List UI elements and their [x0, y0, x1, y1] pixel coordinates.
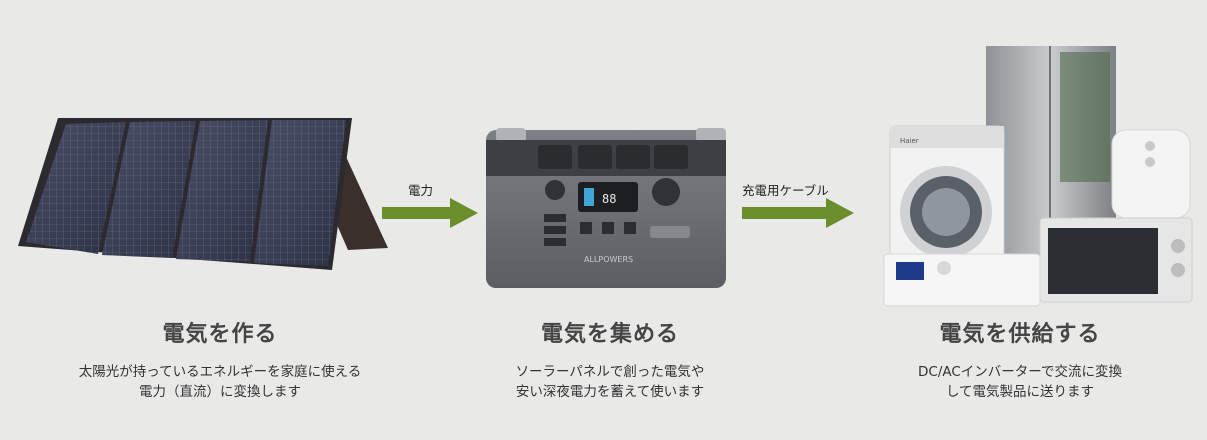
appliances-image: Haier — [883, 46, 1193, 307]
arrow-label-cable: 充電用ケーブル — [742, 183, 829, 198]
step-title: 電気を集める — [540, 322, 679, 347]
step-desc-line2: 安い深夜電力を蓄えて使います — [515, 384, 705, 400]
arrow-label-power: 電力 — [408, 183, 434, 198]
step-title: 電気を作る — [162, 322, 278, 347]
step-generate: 電気を作る 太陽光が持っているエネルギーを家庭に使える 電力（直流）に変換します — [40, 316, 400, 402]
step-desc-line1: DC/ACインバーターで交流に変換 — [918, 364, 1122, 380]
brand-label: ALLPOWERS — [584, 255, 633, 264]
step-desc-line2: 電力（直流）に変換します — [139, 384, 301, 400]
arrow-icon — [382, 198, 478, 228]
appliance-brand: Haier — [900, 137, 919, 145]
step-desc-line1: 太陽光が持っているエネルギーを家庭に使える — [78, 364, 362, 380]
step-title: 電気を供給する — [939, 322, 1101, 347]
step-supply: 電気を供給する DC/ACインバーターで交流に変換 して電気製品に送ります — [860, 316, 1180, 402]
step-desc-line2: して電気製品に送ります — [945, 384, 1095, 400]
step-desc-line1: ソーラーパネルで創った電気や — [515, 364, 705, 380]
solar-panel-image — [18, 118, 388, 270]
step-store: 電気を集める ソーラーパネルで創った電気や 安い深夜電力を蓄えて使います — [440, 316, 780, 402]
display-readout: 88 — [602, 192, 616, 206]
arrow-icon — [742, 198, 854, 228]
power-station-image: 88 ALLPOWERS — [486, 128, 726, 288]
